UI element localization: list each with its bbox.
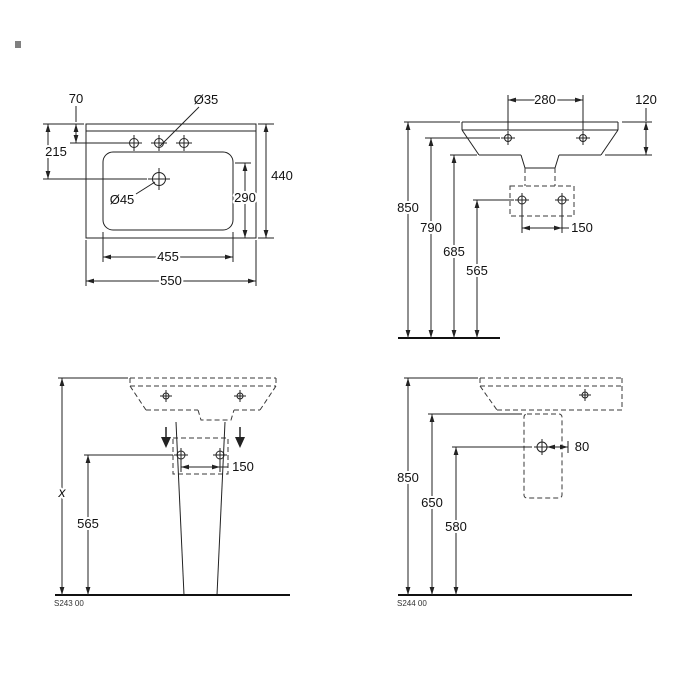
front-pedestal-view: 150 x 565 S243 00 — [54, 377, 290, 608]
dim-550: 550 — [85, 240, 257, 290]
dim-120: 120 — [605, 90, 659, 156]
basin-ghost-outline — [129, 377, 277, 421]
basin-side-ghost-outline — [479, 377, 623, 411]
dim-label-150-front: 150 — [571, 220, 593, 235]
dim-label-850-side: 850 — [397, 470, 419, 485]
dim-215: 215 — [43, 123, 147, 180]
dim-80: 80 — [547, 437, 591, 456]
dim-tap-diameter: Ø35 — [159, 90, 220, 147]
dim-440: 440 — [258, 123, 295, 239]
dim-drain-diameter: Ø45 — [108, 181, 156, 209]
dim-150-front: 150 — [521, 206, 595, 237]
dim-label-850-front: 850 — [397, 200, 419, 215]
drain-hole-icon — [148, 168, 170, 190]
dim-850-front: 850 — [395, 121, 460, 338]
dim-label-150-pedestal: 150 — [232, 459, 254, 474]
pedestal-fixing-hole-left-icon — [174, 448, 188, 462]
dim-x: x — [56, 377, 128, 595]
plan-view: Ø35 Ø45 70 215 440 290 — [43, 89, 295, 290]
dim-label-80: 80 — [575, 439, 589, 454]
siphon-cover-outline — [523, 413, 563, 499]
ghost-fixing-hole-left-icon — [160, 390, 172, 402]
pedestal-outline — [175, 421, 226, 596]
model-number-s243: S243 00 — [54, 599, 84, 608]
side-fixing-hole-icon — [579, 389, 591, 401]
front-view: 280 120 150 850 790 — [395, 90, 659, 339]
fixing-plate-outline — [172, 437, 229, 475]
dim-290: 290 — [232, 162, 258, 238]
dim-70: 70 — [67, 89, 127, 144]
dim-label-790: 790 — [420, 220, 442, 235]
dim-label-215: 215 — [45, 144, 67, 159]
dim-280: 280 — [507, 90, 584, 130]
bowl-outline — [102, 151, 234, 231]
dim-label-455: 455 — [157, 249, 179, 264]
basin-outline — [85, 123, 257, 239]
dim-685: 685 — [441, 154, 477, 338]
tap-hole-left-icon — [126, 135, 142, 151]
pedestal-fixing-hole-right-icon — [213, 448, 227, 462]
side-pedestal-view: 80 850 650 580 S244 00 — [395, 377, 632, 608]
lower-fixing-hole-right-icon — [555, 193, 569, 207]
dim-790: 790 — [418, 137, 500, 338]
dim-455: 455 — [102, 232, 234, 266]
tap-hole-center-icon — [151, 135, 167, 151]
dim-565-pedestal: 565 — [75, 454, 173, 595]
dim-label-120: 120 — [635, 92, 657, 107]
dim-label-580: 580 — [445, 519, 467, 534]
mounting-arrow-left-icon — [161, 427, 171, 448]
dim-150-pedestal: 150 — [180, 457, 256, 476]
dim-label-drain-diameter: Ø45 — [110, 192, 135, 207]
dim-label-70: 70 — [69, 91, 83, 106]
dim-label-565-pedestal: 565 — [77, 516, 99, 531]
concealed-waste-area — [509, 168, 575, 217]
wall-fixing-hole-left-icon — [501, 131, 515, 145]
dim-label-290: 290 — [234, 190, 256, 205]
dim-580: 580 — [443, 446, 532, 595]
dim-label-280: 280 — [534, 92, 556, 107]
wall-fixing-hole-right-icon — [576, 131, 590, 145]
dim-850-side: 850 — [395, 377, 478, 595]
tap-hole-right-icon — [176, 135, 192, 151]
dim-label-x: x — [58, 484, 67, 500]
dim-650: 650 — [419, 413, 522, 595]
lower-fixing-hole-left-icon — [515, 193, 529, 207]
dim-label-550: 550 — [160, 273, 182, 288]
mounting-arrow-right-icon — [235, 427, 245, 448]
basin-front-outline — [461, 121, 619, 169]
scan-artifact — [15, 41, 21, 48]
dim-565-front: 565 — [464, 199, 514, 338]
dim-label-tap-diameter: Ø35 — [194, 92, 219, 107]
dim-label-565-front: 565 — [466, 263, 488, 278]
dim-label-685: 685 — [443, 244, 465, 259]
dim-label-440: 440 — [271, 168, 293, 183]
model-number-s244: S244 00 — [397, 599, 427, 608]
ghost-fixing-hole-right-icon — [234, 390, 246, 402]
dim-label-650: 650 — [421, 495, 443, 510]
